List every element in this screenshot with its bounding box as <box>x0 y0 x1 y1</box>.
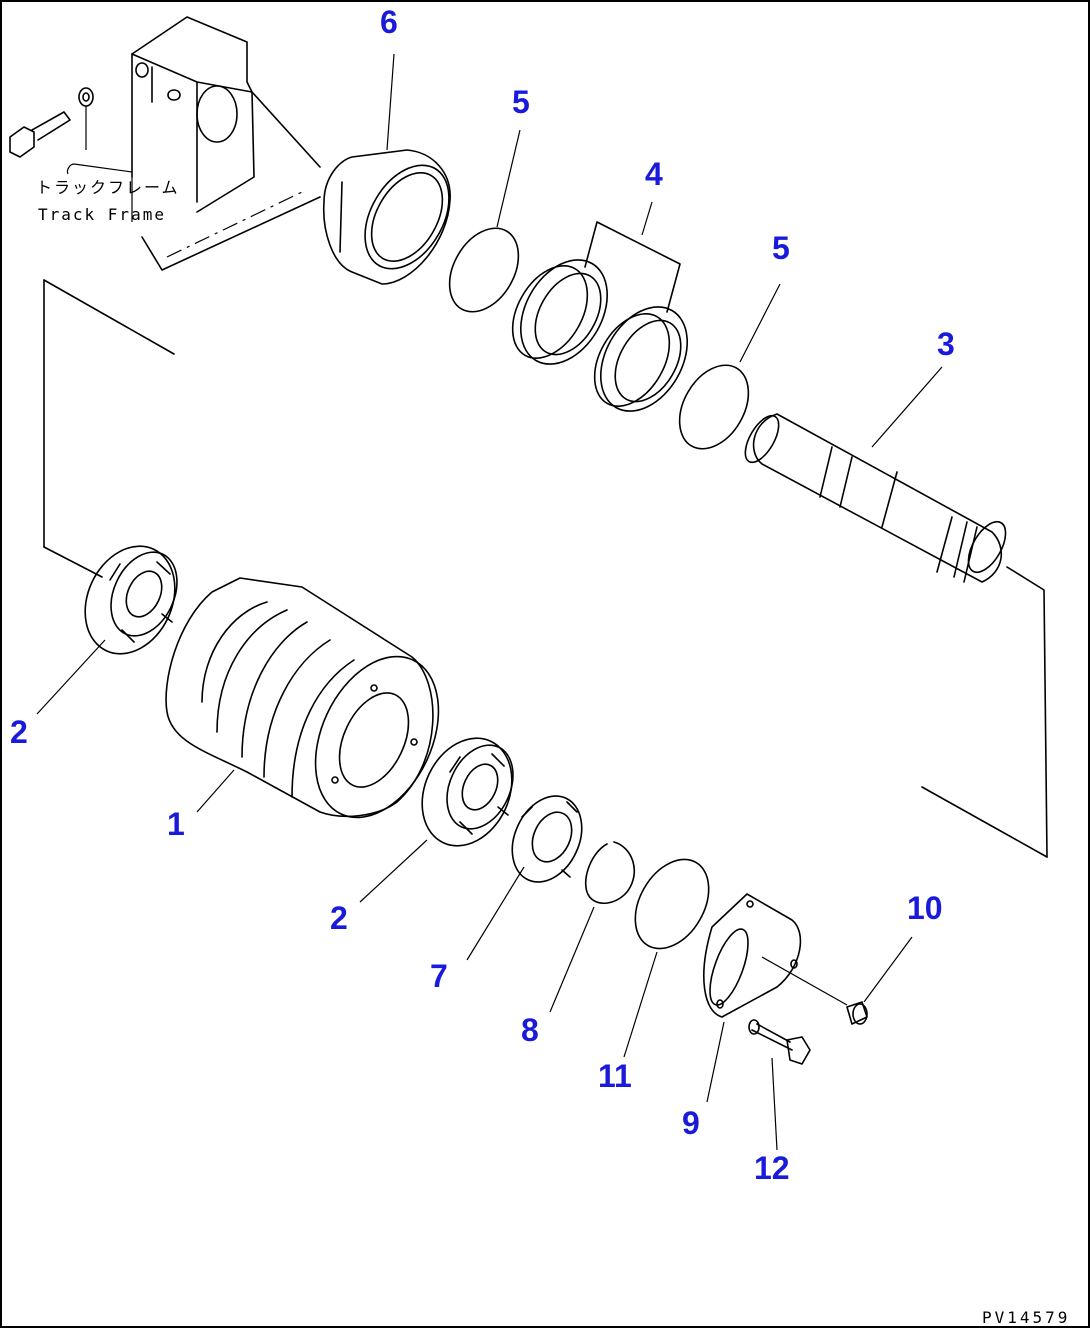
part-2-bearing-right <box>421 737 514 847</box>
track-frame-label-jp: トラックフレーム <box>36 178 180 197</box>
callout-5-lower: 5 <box>772 230 790 266</box>
callout-6: 6 <box>380 4 398 40</box>
leader-lines <box>36 53 943 1151</box>
reference-lines <box>43 279 1048 858</box>
callout-7: 7 <box>430 958 448 994</box>
track-frame-label-en: Track Frame <box>38 205 166 224</box>
part-11-o-ring <box>634 858 710 950</box>
part-10-plug <box>846 1001 868 1025</box>
callout-11: 11 <box>598 1058 632 1094</box>
callout-5: 5 <box>512 84 530 120</box>
part-6-collar <box>322 149 451 285</box>
part-7-nut <box>511 795 583 883</box>
callout-3: 3 <box>937 326 955 362</box>
part-5-o-ring-lower <box>678 364 750 450</box>
part-12-bolt <box>748 1019 811 1065</box>
part-1-roller <box>165 577 440 819</box>
callout-10: 10 <box>907 890 943 926</box>
part-3-shaft <box>744 413 1007 583</box>
callout-1: 1 <box>167 806 185 842</box>
callout-12: 12 <box>754 1150 790 1186</box>
callout-2-left: 2 <box>10 714 28 750</box>
part-8-snap-ring <box>585 841 636 905</box>
part-4-floating-seal <box>511 221 689 412</box>
frame-bolt <box>9 87 133 175</box>
callout-2-right: 2 <box>330 900 348 936</box>
drawing-code: PV14579 <box>982 1308 1071 1327</box>
part-2-bearing-left <box>84 545 178 655</box>
callout-9: 9 <box>682 1105 700 1141</box>
callout-4: 4 <box>645 156 663 192</box>
part-9-cover <box>703 893 848 1018</box>
callout-8: 8 <box>521 1012 539 1048</box>
track-frame <box>131 16 321 271</box>
part-5-o-ring-upper <box>448 227 520 313</box>
